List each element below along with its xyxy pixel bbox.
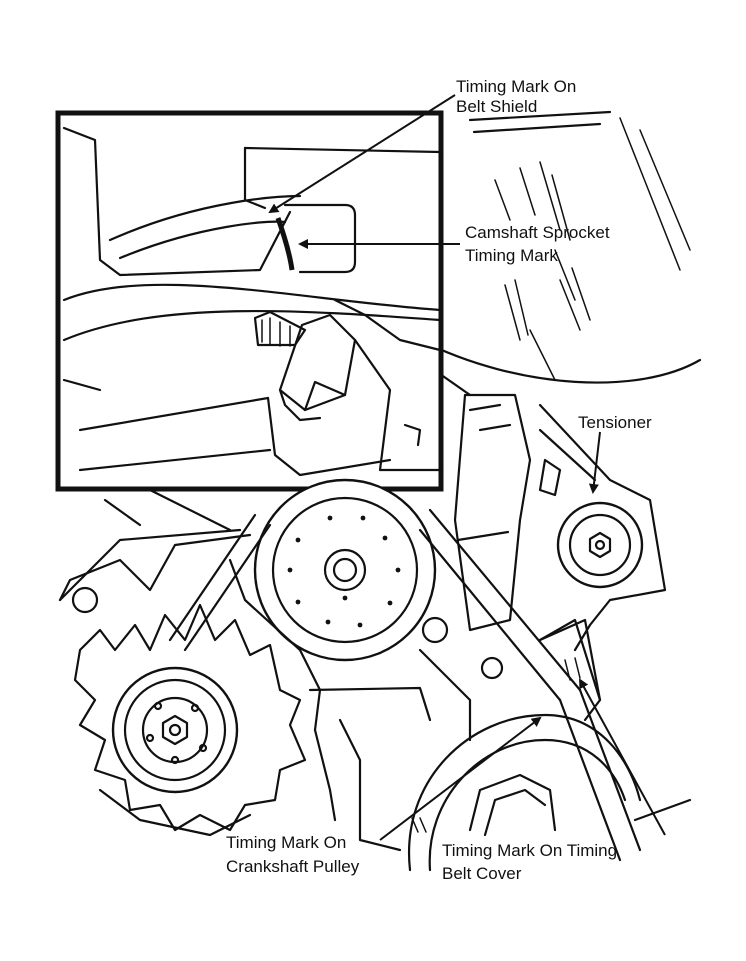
leader-crankshaft-pulley (379, 716, 542, 841)
alternator (58, 533, 322, 837)
bracket-middle (308, 393, 532, 742)
label-belt-cover-line1: Timing Mark On Timing (442, 841, 617, 860)
camshaft-sprocket (253, 478, 437, 662)
tensioner-assembly (538, 403, 667, 722)
label-belt-shield-line1: Timing Mark On (456, 77, 576, 96)
timing-belt (168, 508, 642, 862)
label-belt-shield-line2: Belt Shield (456, 97, 537, 116)
timing-belt-cover (538, 618, 692, 822)
leader-lines (268, 94, 666, 841)
label-crankshaft-pulley-line1: Timing Mark On (226, 833, 346, 852)
labels: Timing Mark On Belt Shield Camshaft Spro… (226, 77, 652, 883)
crankshaft-pulley (313, 713, 642, 872)
leader-tensioner (588, 431, 601, 494)
leader-belt-cover (579, 678, 666, 836)
inset-detail-view (55, 110, 444, 492)
engine-block-background (58, 110, 702, 602)
label-camshaft-sprocket-line2: Timing Mark (465, 246, 558, 265)
label-tensioner: Tensioner (578, 413, 652, 432)
label-crankshaft-pulley-line2: Crankshaft Pulley (226, 857, 360, 876)
label-camshaft-sprocket-line1: Camshaft Sprocket (465, 223, 610, 242)
label-belt-cover-line2: Belt Cover (442, 864, 522, 883)
leader-belt-shield (268, 94, 456, 214)
